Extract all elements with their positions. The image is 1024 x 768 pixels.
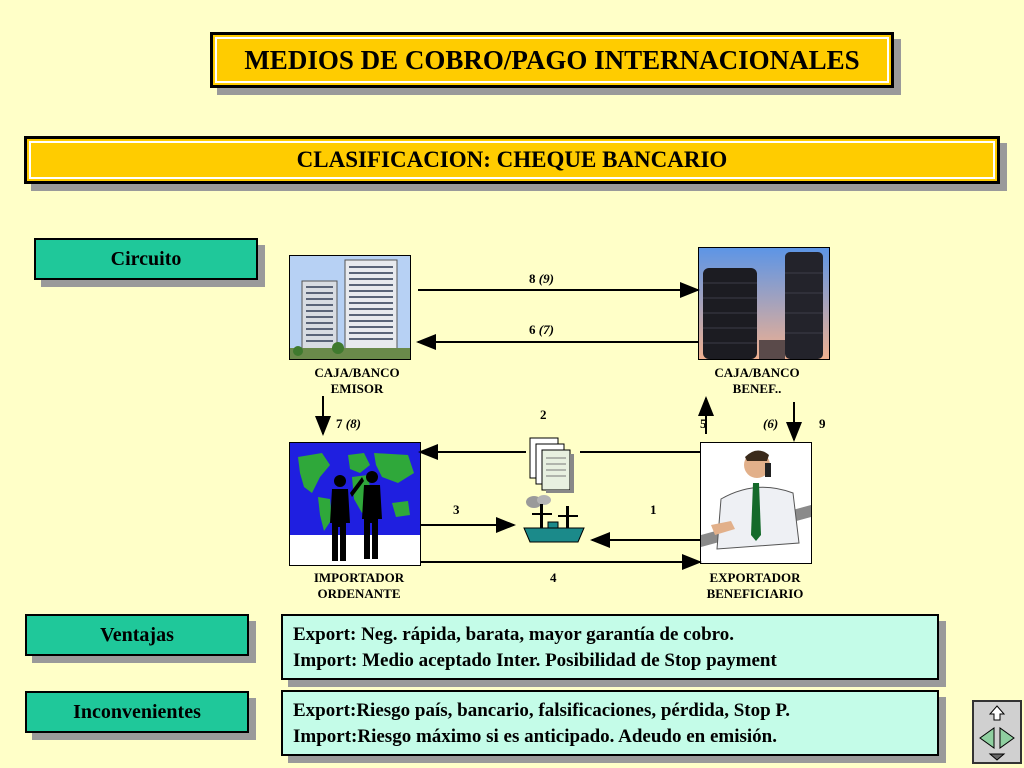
step-label-6b: (6) [763,416,779,431]
inconvenientes-line-import: Import:Riesgo máximo si es anticipado. A… [293,726,777,747]
step-7-number: 7 [336,416,343,431]
node-label-importador: IMPORTADOR ORDENANTE [290,570,428,602]
node-label-benef: CAJA/BANCO BENEF.. [696,365,818,397]
navigation-arrows-icon[interactable] [972,700,1022,764]
businessman-phone-icon [700,442,812,564]
step-label-5: 5 [700,416,707,431]
inconvenientes-label-text: Inconvenientes [73,700,201,723]
inconvenientes-line-export: Export:Riesgo país, bancario, falsificac… [293,700,791,721]
node-label-benef-line1: CAJA/BANCO [714,365,800,380]
step-6-paren: (7) [538,322,554,337]
step-label-8: 8 (9) [529,271,554,287]
step-8-number: 8 [529,271,536,286]
cargo-ship-icon [518,494,590,548]
ventajas-line-import: Import: Medio aceptado Inter. Posibilida… [293,650,777,671]
office-buildings-icon [289,255,411,360]
step-label-7: 7 (8) [336,416,361,432]
ventajas-box: Export: Neg. rápida, barata, mayor garan… [281,614,939,680]
circuito-label-text: Circuito [110,247,182,270]
step-label-6: 6 (7) [529,322,554,338]
node-label-emisor-line1: CAJA/BANCO [314,365,400,380]
inconvenientes-box: Export:Riesgo país, bancario, falsificac… [281,690,939,756]
step-label-9: 9 [819,416,826,431]
node-label-emisor-line2: EMISOR [330,381,384,396]
ventajas-label: Ventajas [25,614,249,656]
node-label-emisor: CAJA/BANCO EMISOR [296,365,418,397]
ventajas-line-export: Export: Neg. rápida, barata, mayor garan… [293,624,735,645]
section-subtitle: CLASIFICACION: CHEQUE BANCARIO [24,136,1000,184]
inconvenientes-label: Inconvenientes [25,691,249,733]
page-title-text: MEDIOS DE COBRO/PAGO INTERNACIONALES [244,44,860,75]
page-title: MEDIOS DE COBRO/PAGO INTERNACIONALES [210,32,894,88]
world-map-people-icon [289,442,421,566]
step-7-paren: (8) [345,416,361,431]
documents-icon [528,436,578,494]
section-subtitle-text: CLASIFICACION: CHEQUE BANCARIO [296,147,728,172]
node-label-exportador: EXPORTADOR BENEFICIARIO [684,570,826,602]
ventajas-label-text: Ventajas [100,623,174,646]
step-label-4: 4 [550,570,557,585]
node-label-importador-line2: ORDENANTE [317,586,401,601]
node-label-importador-line1: IMPORTADOR [313,570,405,585]
step-8-paren: (9) [538,271,554,286]
circuito-label: Circuito [34,238,258,280]
node-label-exportador-line2: BENEFICIARIO [706,586,804,601]
step-6-number: 6 [529,322,536,337]
node-label-exportador-line1: EXPORTADOR [709,570,801,585]
bank-towers-icon [698,247,830,360]
step-label-3: 3 [453,502,460,517]
step-label-2: 2 [540,407,547,422]
step-label-1: 1 [650,502,657,517]
node-label-benef-line2: BENEF.. [732,381,782,396]
